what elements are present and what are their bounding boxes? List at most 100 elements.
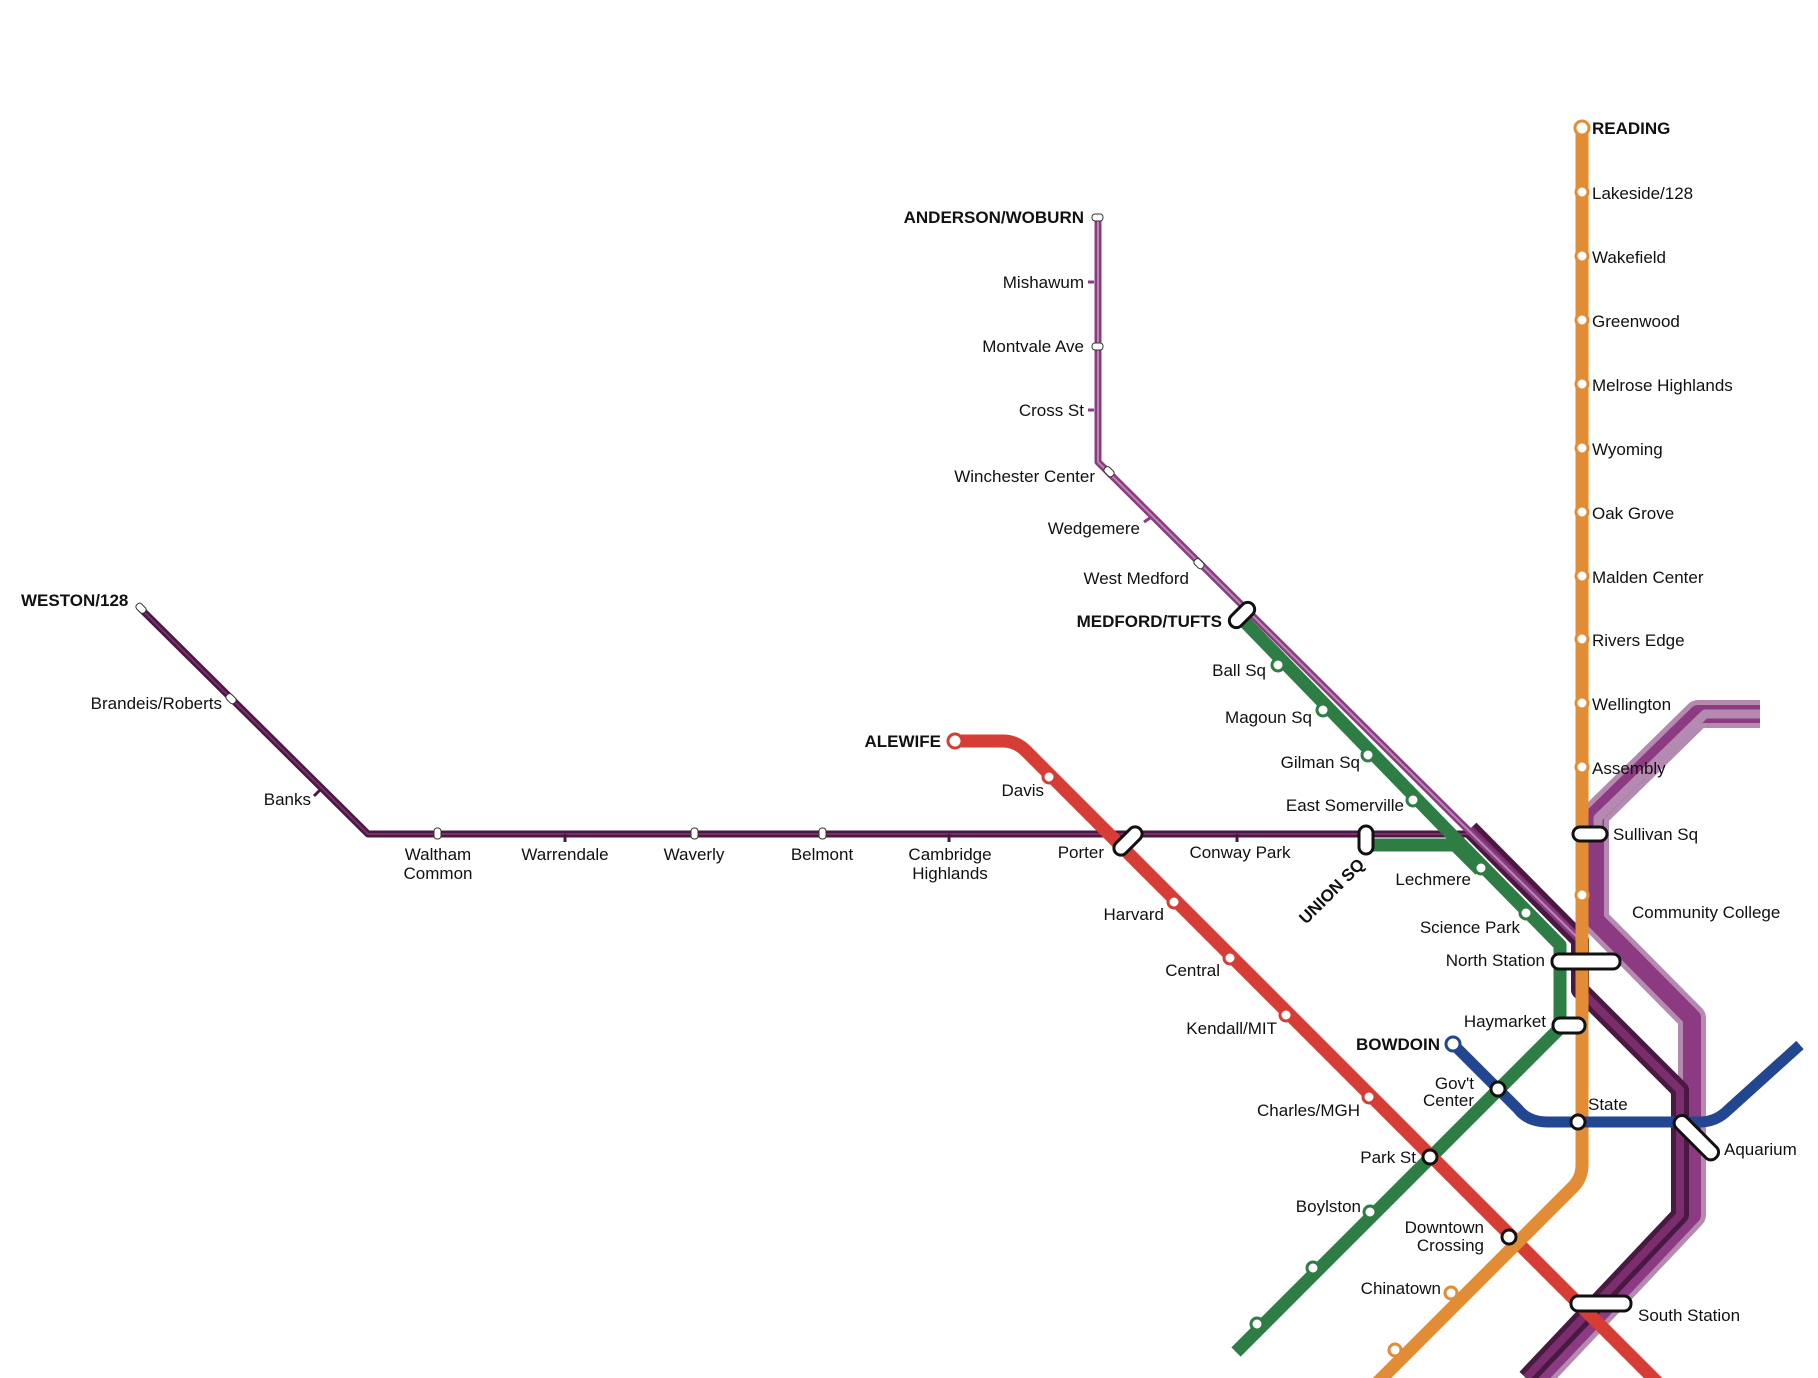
station-marker-communitycollege[interactable] <box>1574 887 1590 903</box>
station-marker-parkst[interactable] <box>1421 1148 1439 1166</box>
station-marker-malden[interactable] <box>1574 568 1590 584</box>
station-label-central[interactable]: Central <box>1165 961 1220 980</box>
station-marker-orange-s1[interactable] <box>1387 1342 1403 1358</box>
station-label-oakgrove[interactable]: Oak Grove <box>1592 504 1674 523</box>
station-label-rivers[interactable]: Rivers Edge <box>1592 631 1685 650</box>
station-marker-davis[interactable] <box>1041 769 1057 785</box>
station-label-waltham-1[interactable]: Waltham <box>405 845 471 864</box>
station-label-greenwood[interactable]: Greenwood <box>1592 312 1680 331</box>
station-label-mishawum[interactable]: Mishawum <box>1003 273 1084 292</box>
station-label-northstation[interactable]: North Station <box>1446 951 1545 970</box>
station-marker-charles[interactable] <box>1361 1089 1377 1105</box>
terminus-label-bowdoin[interactable]: BOWDOIN <box>1356 1035 1440 1054</box>
station-label-downtown-2[interactable]: Crossing <box>1417 1236 1484 1255</box>
station-label-kendall[interactable]: Kendall/MIT <box>1186 1019 1277 1038</box>
station-label-wellington[interactable]: Wellington <box>1592 695 1671 714</box>
station-label-gilman[interactable]: Gilman Sq <box>1281 753 1360 772</box>
station-marker-kendall[interactable] <box>1278 1007 1294 1023</box>
station-marker-state[interactable] <box>1569 1113 1587 1131</box>
station-marker-eastsomerville[interactable] <box>1405 792 1421 808</box>
station-marker-westmedford[interactable] <box>1193 557 1206 570</box>
station-label-charles[interactable]: Charles/MGH <box>1257 1101 1360 1120</box>
station-label-malden[interactable]: Malden Center <box>1592 568 1704 587</box>
station-marker-alewife[interactable] <box>946 732 964 750</box>
station-label-montvale[interactable]: Montvale Ave <box>982 337 1084 356</box>
station-label-eastsomerville[interactable]: East Somerville <box>1286 796 1404 815</box>
station-marker-magoun[interactable] <box>1315 702 1331 718</box>
station-label-boylston[interactable]: Boylston <box>1296 1197 1361 1216</box>
station-marker-montvale[interactable] <box>1091 342 1104 351</box>
terminus-label-anderson[interactable]: ANDERSON/WOBURN <box>904 208 1084 227</box>
terminus-label-medford[interactable]: MEDFORD/TUFTS <box>1077 612 1222 631</box>
station-label-belmont[interactable]: Belmont <box>791 845 854 864</box>
station-label-assembly[interactable]: Assembly <box>1592 759 1666 778</box>
station-pill-sullivan[interactable] <box>1571 825 1609 843</box>
station-label-waverly[interactable]: Waverly <box>664 845 725 864</box>
station-marker-lakeside[interactable] <box>1574 184 1590 200</box>
station-marker-anderson[interactable] <box>1091 213 1104 222</box>
station-label-sciencepark[interactable]: Science Park <box>1420 918 1521 937</box>
station-marker-chinatown[interactable] <box>1443 1285 1459 1301</box>
station-marker-reading[interactable] <box>1573 119 1591 137</box>
station-marker-rivers[interactable] <box>1574 631 1590 647</box>
station-label-communitycollege[interactable]: Community College <box>1632 903 1780 922</box>
station-marker-boylston[interactable] <box>1362 1204 1378 1220</box>
station-label-davis[interactable]: Davis <box>1001 781 1044 800</box>
station-pill-porter[interactable] <box>1111 824 1145 858</box>
station-pill-southstation[interactable] <box>1569 1294 1633 1313</box>
station-label-chinatown[interactable]: Chinatown <box>1361 1279 1441 1298</box>
terminus-label-weston[interactable]: WESTON/128 <box>21 591 128 610</box>
station-label-conway[interactable]: Conway Park <box>1189 843 1291 862</box>
station-label-waltham-2[interactable]: Common <box>404 864 473 883</box>
station-label-cross[interactable]: Cross St <box>1019 401 1084 420</box>
station-marker-sciencepark[interactable] <box>1518 905 1534 921</box>
terminus-label-alewife[interactable]: ALEWIFE <box>865 732 942 751</box>
station-label-westmedford[interactable]: West Medford <box>1083 569 1189 588</box>
station-marker-govt-center[interactable] <box>1489 1080 1507 1098</box>
station-pill-haymarket[interactable] <box>1551 1016 1587 1035</box>
station-marker-greenwood[interactable] <box>1574 312 1590 328</box>
station-marker-belmont[interactable] <box>818 827 827 840</box>
station-marker-lechmere[interactable] <box>1473 860 1489 876</box>
station-label-banks[interactable]: Banks <box>264 790 311 809</box>
station-label-wyoming[interactable]: Wyoming <box>1592 440 1663 459</box>
station-label-porter[interactable]: Porter <box>1058 843 1105 862</box>
station-label-ball[interactable]: Ball Sq <box>1212 661 1266 680</box>
station-label-warrendale[interactable]: Warrendale <box>521 845 608 864</box>
station-label-wakefield[interactable]: Wakefield <box>1592 248 1666 267</box>
station-label-cambridge-1[interactable]: Cambridge <box>908 845 991 864</box>
station-marker-downtown[interactable] <box>1500 1228 1518 1246</box>
station-label-sullivan[interactable]: Sullivan Sq <box>1613 825 1698 844</box>
station-marker-gilman[interactable] <box>1360 747 1376 763</box>
station-label-state[interactable]: State <box>1588 1095 1628 1114</box>
station-label-downtown-1[interactable]: Downtown <box>1405 1218 1484 1237</box>
station-label-brandeis[interactable]: Brandeis/Roberts <box>91 694 222 713</box>
station-label-melrose[interactable]: Melrose Highlands <box>1592 376 1733 395</box>
station-label-southstation[interactable]: South Station <box>1638 1306 1740 1325</box>
station-label-aquarium[interactable]: Aquarium <box>1724 1140 1797 1159</box>
station-label-lechmere[interactable]: Lechmere <box>1395 870 1471 889</box>
station-marker-weston[interactable] <box>135 602 148 615</box>
station-pill-medford[interactable] <box>1226 599 1257 630</box>
station-pill-aquarium[interactable] <box>1671 1113 1721 1163</box>
station-label-magoun[interactable]: Magoun Sq <box>1225 708 1312 727</box>
station-marker-ball[interactable] <box>1270 657 1286 673</box>
station-pill-union[interactable] <box>1357 824 1375 856</box>
station-marker-brandeis[interactable] <box>225 692 238 705</box>
station-label-winchester[interactable]: Winchester Center <box>954 467 1095 486</box>
station-tick-wedgemere[interactable] <box>1143 516 1151 524</box>
station-marker-waltham[interactable] <box>433 827 442 840</box>
station-label-haymarket[interactable]: Haymarket <box>1464 1012 1546 1031</box>
station-label-parkst[interactable]: Park St <box>1360 1148 1416 1167</box>
station-pill-northstation[interactable] <box>1550 952 1622 971</box>
station-label-lakeside[interactable]: Lakeside/128 <box>1592 184 1693 203</box>
station-label-wedgemere[interactable]: Wedgemere <box>1048 519 1140 538</box>
terminus-label-union[interactable]: UNION SQ <box>1295 855 1368 928</box>
station-marker-wyoming[interactable] <box>1574 440 1590 456</box>
station-marker-central[interactable] <box>1222 950 1238 966</box>
station-marker-green-s1[interactable] <box>1305 1260 1321 1276</box>
station-marker-wakefield[interactable] <box>1574 248 1590 264</box>
station-marker-harvard[interactable] <box>1166 894 1182 910</box>
station-label-cambridge-2[interactable]: Highlands <box>912 864 988 883</box>
station-marker-assembly[interactable] <box>1574 759 1590 775</box>
